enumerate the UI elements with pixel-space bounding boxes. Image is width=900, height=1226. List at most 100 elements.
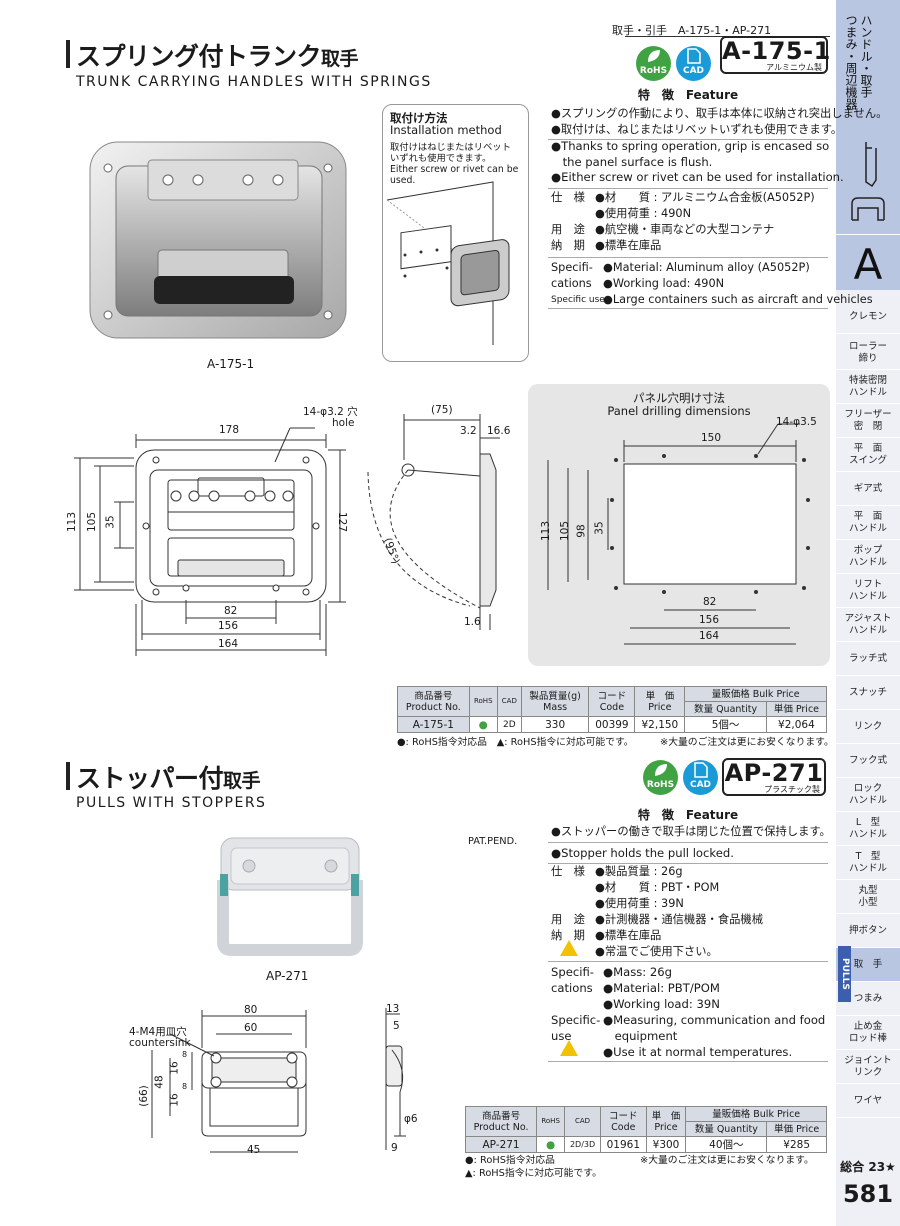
dim-hole: 14-φ3.2 穴: [303, 406, 358, 418]
spec-value: ●Material: PBT/POM: [603, 981, 720, 995]
document-icon: [687, 48, 701, 64]
sidebar-item[interactable]: ラッチ式: [836, 642, 900, 676]
cad-badge: CAD: [676, 46, 711, 81]
th-code-2-ja: コード: [609, 1110, 638, 1122]
section2-title: ストッパー付取手: [76, 759, 261, 795]
document-icon: [694, 762, 708, 778]
sidebar-title: ハンドル・取手 つまみ・周辺機器: [843, 14, 897, 134]
th-bulk-2: 量販価格 Bulk Price: [685, 1106, 827, 1122]
section2-note-rohs1: ●: RoHS指令対応品: [465, 1155, 555, 1166]
sidebar-item[interactable]: ポップ ハンドル: [836, 540, 900, 574]
sidebar-item[interactable]: 平 面 ハンドル: [836, 506, 900, 540]
a175-photo-label: A-175-1: [207, 357, 255, 371]
cell-bulk-price: ¥2,064: [765, 716, 828, 733]
sidebar-item[interactable]: 止め金 ロッド棒: [836, 1016, 900, 1050]
a175-photo: [89, 141, 347, 339]
sidebar-item[interactable]: リフト ハンドル: [836, 574, 900, 608]
spec-label: [551, 996, 603, 1012]
section1-title-main: スプリング付トランク: [76, 42, 322, 71]
spec-label: Specific-: [551, 1013, 601, 1027]
caution-icon-en: [560, 1040, 578, 1056]
section1-feature-heading: 特 徴 Feature: [548, 86, 828, 103]
spec-row: cations●Material: PBT/POM: [551, 980, 825, 996]
spec-row: cations●Working load: 490N: [551, 276, 873, 292]
spec-row: use equipment: [551, 1028, 825, 1044]
spec-row: ●Working load: 39N: [551, 996, 825, 1012]
leaf-icon: [655, 764, 667, 776]
sidebar-item[interactable]: ジョイント リンク: [836, 1050, 900, 1084]
spec-row: 用 途●航空機・車両などの大型コンテナ: [551, 222, 815, 238]
page-number: 581: [842, 1180, 894, 1208]
section1-code-box: A-175-1 アルミニウム製: [720, 36, 830, 74]
sidebar-item[interactable]: 特装密閉 ハンドル: [836, 370, 900, 404]
sidebar-item[interactable]: ロック ハンドル: [836, 778, 900, 812]
dim-113: 113: [66, 511, 79, 533]
sidebar-item[interactable]: 押ボタン: [836, 914, 900, 948]
dim-66: (66): [137, 1085, 150, 1107]
cell-code-2: 01961: [599, 1136, 647, 1153]
install-method-box: [382, 104, 529, 362]
th-unit: 単価 Price: [765, 701, 828, 717]
sidebar-item[interactable]: ギア式: [836, 472, 900, 506]
cell-product-2: AP-271: [464, 1136, 538, 1153]
feature-en-2: the panel surface is flush.: [551, 154, 713, 169]
section1-title-small: 取手: [321, 48, 359, 70]
patent-pending: PAT.PEND.: [468, 836, 518, 847]
panel-dim-82: 82: [703, 596, 717, 608]
section2-title-bar: [66, 762, 70, 790]
panel-dim-hole: 14-φ3.5: [776, 416, 817, 428]
th-qty-2: 数量 Quantity: [685, 1121, 768, 1137]
spec-value: ●Measuring, communication and food: [603, 1013, 826, 1027]
th-product-ja: 商品番号: [414, 690, 453, 702]
spec-row: ●使用荷重 : 490N: [551, 206, 815, 222]
a175-side-drawing: [389, 414, 500, 630]
spec-row: 仕 様●材 質 : アルミニウム合金板(A5052P): [551, 190, 815, 206]
dim-8a: 8: [182, 1050, 188, 1059]
install-text: 取付けはねじまたはリベット いずれも使用できます。 Either screw o…: [390, 142, 518, 186]
spec-label: Specifi-: [551, 261, 593, 274]
sidebar-item[interactable]: 丸型 小型: [836, 880, 900, 914]
panel-dim-113: 113: [540, 520, 553, 542]
spec-row: ●材 質 : PBT・POM: [551, 880, 763, 896]
spec-row: 納 期●標準在庫品: [551, 928, 763, 944]
dim-8b: 8: [182, 1082, 188, 1091]
spec-label: 用 途: [551, 223, 585, 236]
panel-dim-105: 105: [559, 520, 572, 542]
sidebar-item[interactable]: クレモン: [836, 300, 900, 334]
sidebar-item[interactable]: スナッチ: [836, 676, 900, 710]
dim-105: 105: [86, 511, 99, 533]
sidebar-item[interactable]: L 型 ハンドル: [836, 812, 900, 846]
header-category: 取手・引手 A-175-1・AP-271: [612, 24, 772, 37]
sidebar-item[interactable]: フック式: [836, 744, 900, 778]
section1-features-ja: ●スプリングの作動により、取手は本体に収納され突出しません。 ●取付けは、ねじま…: [551, 106, 887, 138]
sidebar-item[interactable]: フリーザー 密 閉: [836, 404, 900, 438]
sidebar-item[interactable]: リンク: [836, 710, 900, 744]
spec-value: ●使用荷重 : 490N: [595, 207, 692, 220]
caution-icon: [560, 940, 578, 956]
cell-code: 00399: [588, 716, 636, 733]
cell-rohs-2: ●: [536, 1136, 566, 1153]
section1-specs-ja: 仕 様●材 質 : アルミニウム合金板(A5052P)●使用荷重 : 490N 用…: [551, 190, 815, 254]
dim-35: 35: [104, 515, 117, 529]
sidebar-item[interactable]: 平 面 スイング: [836, 438, 900, 472]
spec-row: 仕 様●製品質量 : 26g: [551, 864, 763, 880]
pulls-tag: PULLS: [838, 946, 851, 1002]
panel-dim-98: 98: [575, 524, 588, 538]
spec-row: Specifi-●Mass: 26g: [551, 964, 825, 980]
sidebar-item[interactable]: T 型 ハンドル: [836, 846, 900, 880]
spec-row: 用 途●計測機器・通信機器・食品機械: [551, 912, 763, 928]
section2-note-bulk: ※大量のご注文は更にお安くなります。: [640, 1155, 814, 1166]
dim-82: 82: [224, 605, 238, 617]
spec-value: ●Use it at normal temperatures.: [603, 1045, 793, 1059]
sidebar-item[interactable]: つまみ: [836, 982, 900, 1016]
sidebar-item[interactable]: アジャスト ハンドル: [836, 608, 900, 642]
sidebar-item[interactable]: ローラー 締り: [836, 336, 900, 370]
spec-label: 仕 様: [551, 191, 585, 204]
dim-75: (75): [431, 404, 453, 416]
sidebar-item[interactable]: ワイヤ: [836, 1084, 900, 1118]
section2-code-box: AP-271 プラスチック製: [722, 758, 826, 796]
